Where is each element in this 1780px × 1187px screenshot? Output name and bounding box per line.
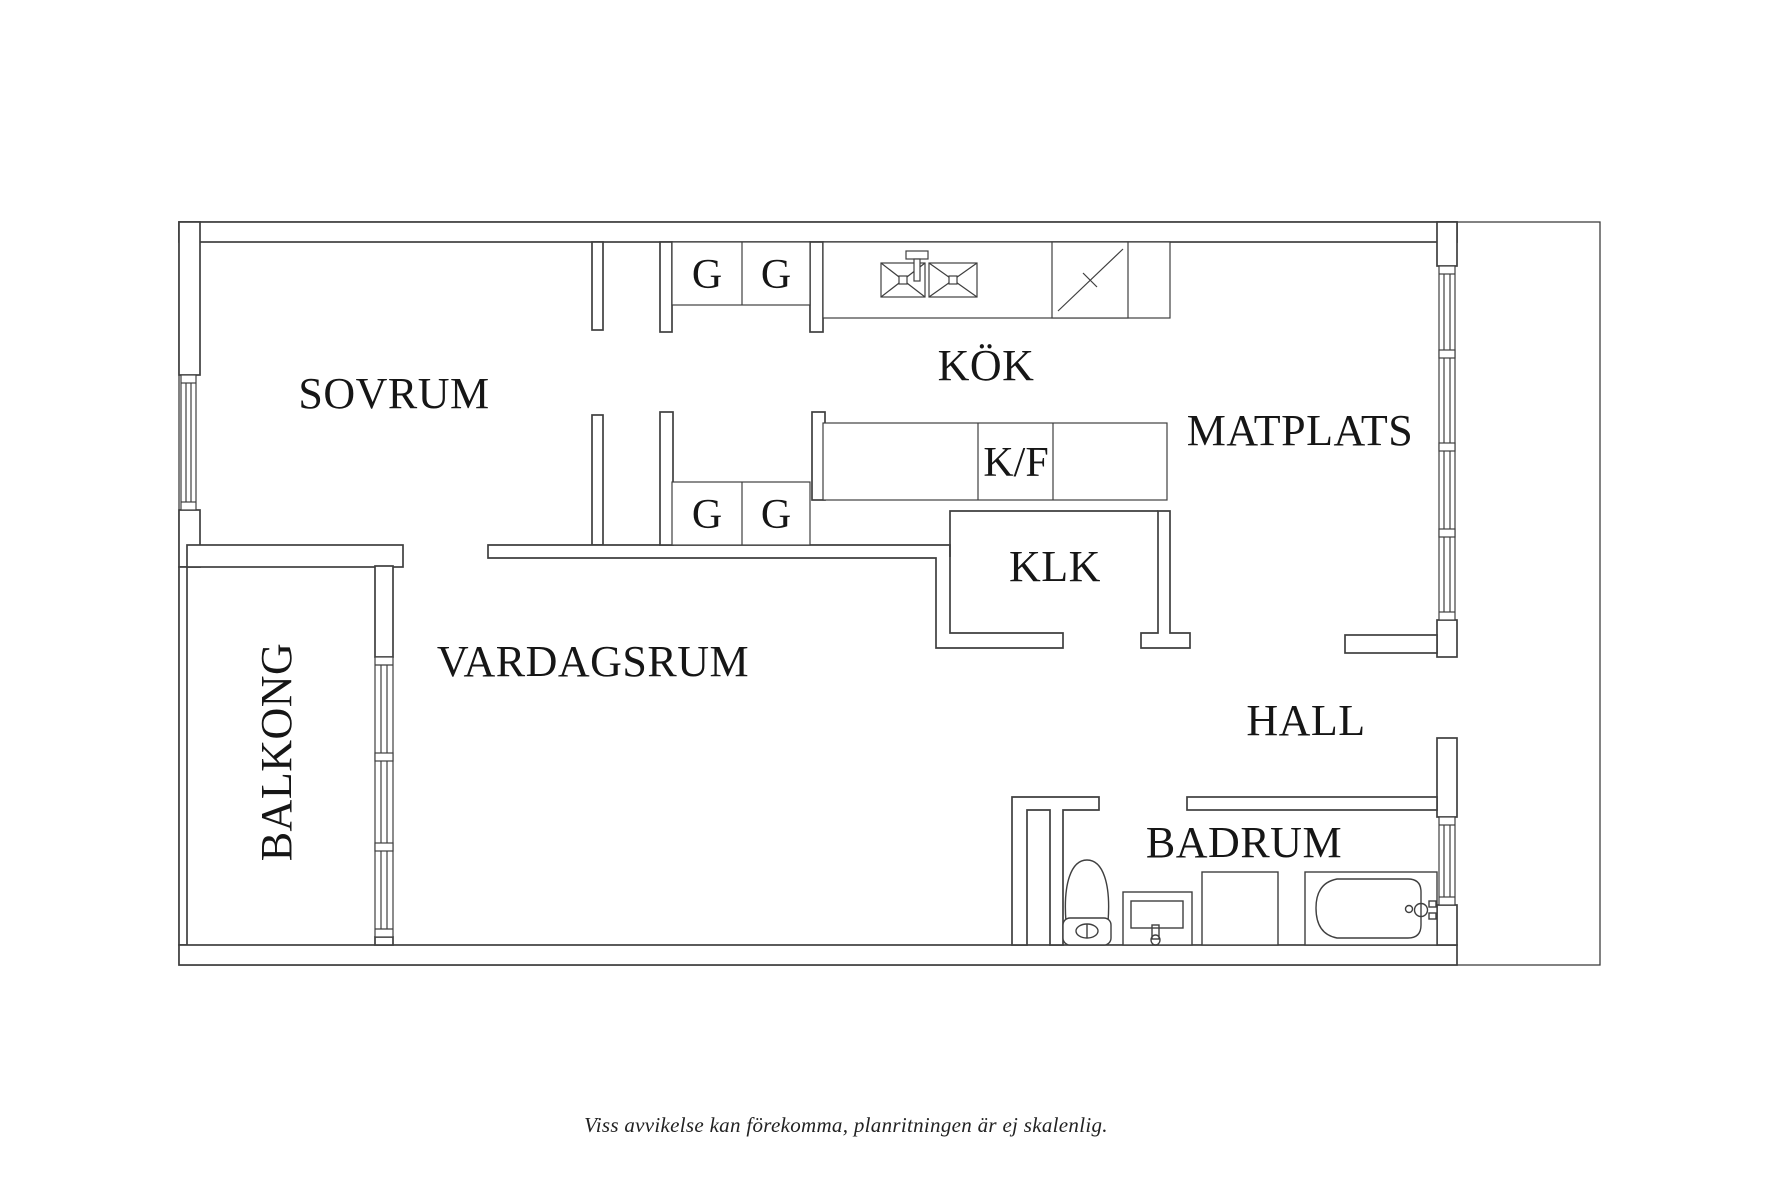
stove-icon	[1051, 241, 1129, 319]
balcony-left-edge	[178, 566, 188, 946]
sovrum-bottom-wall-left	[186, 544, 404, 568]
footer-disclaimer: Viss avvikelse kan förekomma, planritnin…	[584, 1113, 1108, 1137]
sovrum-right-wall-lower	[591, 414, 604, 546]
bathtub-faucet	[1413, 902, 1429, 918]
klk-outline	[949, 510, 1158, 557]
label-wardrobe-2: G	[761, 252, 791, 298]
sink-faucet-stem	[913, 258, 921, 282]
right-exterior-wall-seg2	[1436, 619, 1458, 658]
bathroom-fixtures	[1062, 859, 1438, 946]
room-labels: SOVRUM KÖK MATPLATS KLK VARDAGSRUM BALKO…	[252, 252, 1413, 867]
bathtub-drain	[1404, 904, 1414, 914]
upper-wardrobe-right-stub	[809, 241, 824, 333]
livingroom-kitchen-divider-wall	[487, 544, 1064, 649]
label-kok: KÖK	[938, 341, 1035, 390]
lower-wardrobe-box	[671, 481, 811, 546]
label-vardagsrum: VARDAGSRUM	[437, 637, 749, 686]
balcony-right-wall-upper	[374, 565, 394, 658]
right-exterior-wall-seg3	[1436, 737, 1458, 818]
toilet-icon	[1062, 859, 1112, 946]
label-balkong: BALKONG	[252, 643, 301, 862]
upper-wardrobe-box	[671, 241, 811, 306]
bottom-exterior-wall	[178, 944, 1458, 966]
lower-wardrobe-left-stub	[659, 411, 674, 546]
balcony-right-wall-lower	[374, 936, 394, 946]
bathtub-icon	[1304, 871, 1438, 946]
label-klk: KLK	[1009, 542, 1101, 591]
label-wardrobe-1: G	[692, 252, 722, 298]
washer-icon	[1201, 871, 1279, 946]
balcony-window	[374, 656, 394, 938]
walls	[178, 221, 1458, 966]
top-exterior-wall	[178, 221, 1458, 243]
sink-faucet-bar	[905, 250, 929, 260]
label-fridge-freezer: K/F	[983, 440, 1048, 486]
bathroom-sink-icon	[1122, 891, 1193, 946]
badrum-left-walls	[1011, 796, 1100, 946]
matplats-window	[1438, 265, 1456, 621]
badrum-top-wall	[1186, 796, 1438, 811]
left-exterior-wall-upper	[178, 221, 201, 376]
upper-wardrobe-left-stub	[659, 241, 673, 333]
sovrum-window	[180, 374, 197, 511]
sovrum-right-wall-upper	[591, 241, 604, 331]
klk-right-wall	[1140, 510, 1191, 649]
wardrobes	[659, 241, 826, 546]
label-badrum: BADRUM	[1146, 818, 1342, 867]
kitchen-sink-icon	[880, 250, 978, 298]
sink-drain-left	[898, 275, 908, 285]
label-wardrobe-4: G	[761, 492, 791, 538]
label-wardrobe-3: G	[692, 492, 722, 538]
badrum-window	[1438, 816, 1456, 906]
windows	[180, 265, 1456, 938]
right-exterior-wall-seg4	[1436, 904, 1458, 946]
label-sovrum: SOVRUM	[298, 369, 489, 418]
entry-stub-wall	[1344, 634, 1438, 654]
label-hall: HALL	[1246, 696, 1365, 745]
sink-drain-right	[948, 275, 958, 285]
right-exterior-wall-seg1	[1436, 221, 1458, 267]
label-matplats: MATPLATS	[1187, 406, 1414, 455]
kitchen-counter-bottom	[822, 422, 1168, 501]
